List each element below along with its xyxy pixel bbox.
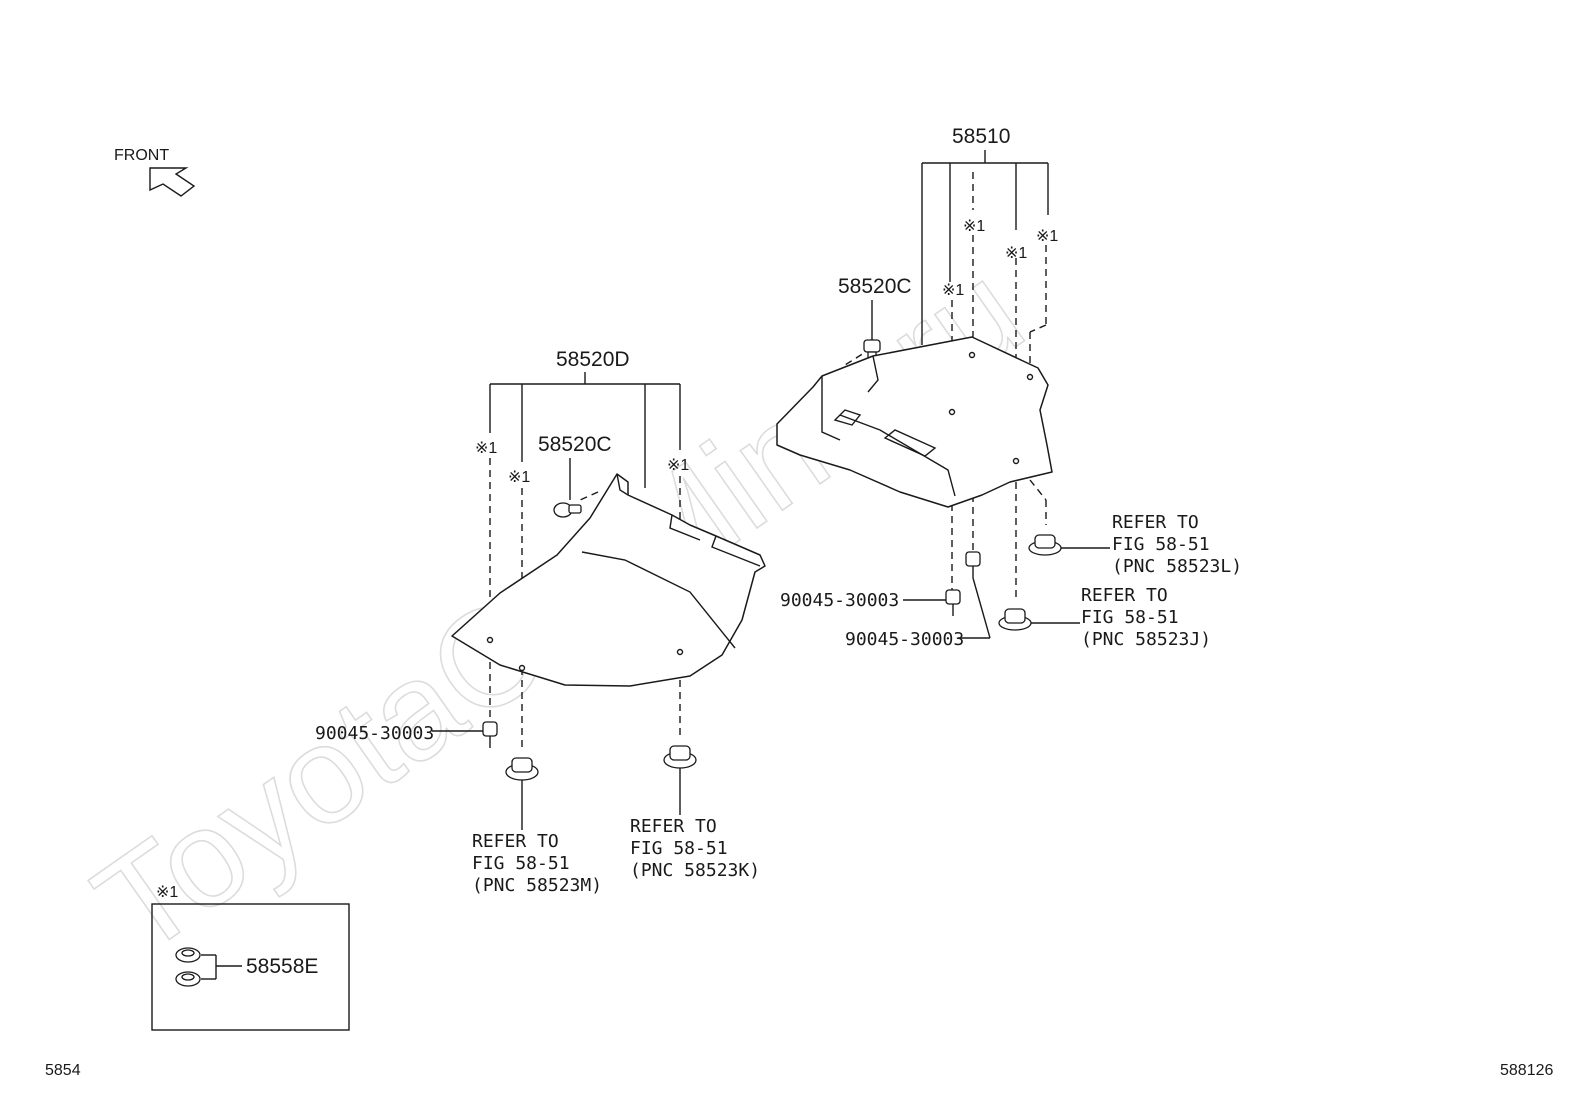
kit-box (151, 903, 350, 1031)
part-number-90045-r1: 90045-30003 (780, 590, 899, 611)
part-number-58520c-left: 58520C (538, 433, 612, 456)
fig-k: FIG 58-51 (630, 838, 728, 859)
refer-to-k: REFER TO (630, 816, 717, 837)
footer-right-code: 588126 (1500, 1062, 1553, 1079)
under-cover-58510 (776, 336, 1053, 508)
grommet-58523k (663, 745, 697, 815)
dashed-lines-left (489, 458, 681, 748)
footer-left-code: 5854 (45, 1062, 81, 1079)
leader-58520d (489, 372, 681, 488)
note-mark-r2: ※1 (1005, 245, 1027, 262)
fig-j: FIG 58-51 (1081, 607, 1179, 628)
note-mark-l3: ※1 (667, 457, 689, 474)
refer-to-l: REFER TO (1112, 512, 1199, 533)
part-number-90045-r2: 90045-30003 (845, 629, 964, 650)
pnc-58523m: (PNC 58523M) (472, 875, 602, 896)
grommet-58523m (505, 757, 539, 830)
front-arrow-icon (149, 167, 196, 197)
clip-58520c-left (553, 458, 582, 518)
clip-90045-right-1 (903, 589, 961, 616)
grommet-set-58558e (175, 947, 242, 987)
pnc-58523l: (PNC 58523L) (1112, 556, 1242, 577)
fig-m: FIG 58-51 (472, 853, 570, 874)
leader-58510 (921, 150, 1049, 345)
part-number-90045-l: 90045-30003 (315, 723, 434, 744)
note-mark-l1: ※1 (475, 440, 497, 457)
clip-90045-right-2 (958, 551, 991, 639)
pnc-58523k: (PNC 58523K) (630, 860, 760, 881)
part-number-58520d: 58520D (556, 348, 630, 371)
pnc-58523j: (PNC 58523J) (1081, 629, 1211, 650)
dashed-lines-right (844, 172, 1047, 600)
refer-to-m: REFER TO (472, 831, 559, 852)
part-number-58558e: 58558E (246, 955, 318, 978)
grommet-58523l (1028, 534, 1110, 556)
clip-90045-left (432, 721, 498, 748)
part-number-58520c-right: 58520C (838, 275, 912, 298)
note-mark-r4: ※1 (942, 282, 964, 299)
note-mark-kit: ※1 (156, 884, 178, 901)
part-number-58510: 58510 (952, 125, 1010, 148)
grommet-58523j (998, 608, 1080, 631)
refer-to-j: REFER TO (1081, 585, 1168, 606)
front-label: FRONT (114, 147, 169, 164)
note-mark-l2: ※1 (508, 469, 530, 486)
under-cover-58520d (451, 473, 766, 687)
note-mark-r3: ※1 (1036, 228, 1058, 245)
note-mark-r1: ※1 (963, 218, 985, 235)
fig-l: FIG 58-51 (1112, 534, 1210, 555)
